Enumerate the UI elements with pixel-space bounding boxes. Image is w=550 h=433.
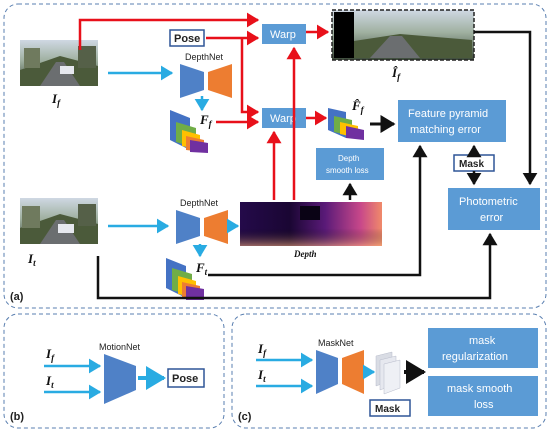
feature-matching-line1: Feature pyramid <box>408 108 488 120</box>
label-ff: Ff <box>199 112 213 129</box>
source-image-if <box>20 40 98 86</box>
masknet-decoder <box>342 350 364 394</box>
motionnet-label: MotionNet <box>99 342 141 352</box>
warp-box-top <box>262 24 306 44</box>
c-label-if: If <box>257 341 267 358</box>
pose-box-top <box>169 29 205 47</box>
panel-a-label: (a) <box>10 291 24 303</box>
depth-map <box>240 202 382 246</box>
mask-smooth-line1: mask smooth <box>447 383 512 395</box>
feature-matching-line2: matching error <box>410 124 481 136</box>
panel-b-label: (b) <box>10 411 24 423</box>
arrow-if-warp-top <box>78 12 260 50</box>
mask-reg-line2: regularization <box>442 351 508 363</box>
feature-matching-box <box>398 100 506 142</box>
target-image-it <box>20 198 98 244</box>
mask-c-label: Mask <box>375 404 400 415</box>
feature-pyramid-ff <box>170 110 208 153</box>
mask-regularization-box <box>428 328 538 368</box>
depth-smooth-line2: smooth loss <box>326 166 369 175</box>
pose-b-label: Pose <box>172 373 198 385</box>
depthnet-bottom <box>176 210 228 244</box>
warp-top-label: Warp <box>270 29 296 41</box>
photometric-line1: Photometric <box>459 196 518 208</box>
depthnet-top-label: DepthNet <box>185 52 224 62</box>
b-label-if: If <box>45 346 55 363</box>
label-ihat: Îf <box>391 65 401 82</box>
mask-stack <box>375 351 401 395</box>
panel-a-border <box>3 3 547 309</box>
mask-a-label: Mask <box>459 159 484 170</box>
warp-mid-label: Warp <box>270 113 296 125</box>
warped-image <box>331 9 475 61</box>
label-if: If <box>51 91 61 108</box>
warped-feature-pyramid <box>328 108 364 140</box>
panel-c-border <box>231 313 547 429</box>
pose-box-b <box>167 368 205 388</box>
depth-smooth-loss-box <box>316 148 384 180</box>
mask-box-c <box>369 399 411 417</box>
mask-smooth-loss-box <box>428 376 538 416</box>
panel-c-label: (c) <box>238 411 252 423</box>
arrow-it-photometric <box>96 232 498 300</box>
motionnet-encoder <box>104 354 136 404</box>
depth-smooth-line1: Depth <box>338 154 359 163</box>
pose-top-label: Pose <box>174 33 200 45</box>
depthnet-top <box>180 64 232 98</box>
mask-reg-line1: mask <box>469 335 496 347</box>
depth-caption: Depth <box>293 249 317 259</box>
depthnet-bottom-label: DepthNet <box>180 198 219 208</box>
arrow-pose-warp-mid <box>240 38 260 120</box>
label-ft: Ft <box>195 260 208 277</box>
c-label-it: It <box>257 367 266 384</box>
mask-smooth-line2: loss <box>474 399 494 411</box>
arrow-ihat-photometric <box>474 30 538 186</box>
feature-pyramid-ft <box>166 258 204 300</box>
label-fhat: F̂f <box>351 98 365 115</box>
masknet-encoder <box>316 350 338 394</box>
photometric-box <box>448 188 540 230</box>
arrow-ft-matching <box>208 144 428 277</box>
photometric-line2: error <box>480 212 504 224</box>
b-label-it: It <box>45 373 54 390</box>
label-it: It <box>27 251 36 268</box>
masknet-label: MaskNet <box>318 338 354 348</box>
